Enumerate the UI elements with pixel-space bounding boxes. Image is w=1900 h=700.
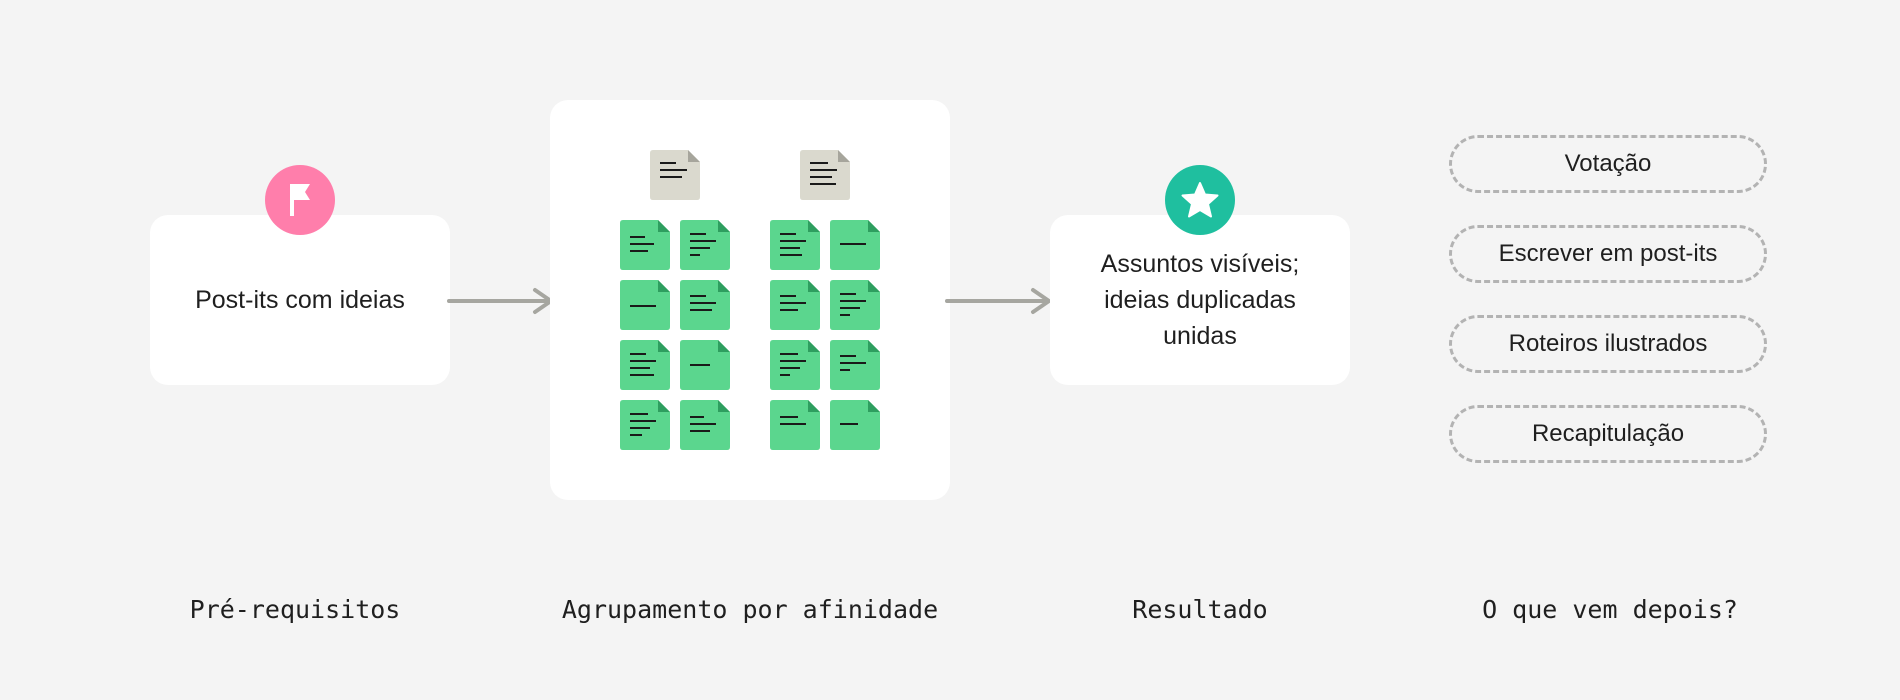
group-a-note — [680, 400, 730, 450]
group-b-note — [770, 280, 820, 330]
prerequisites-text: Post-its com ideias — [195, 286, 405, 314]
group-b-note — [770, 220, 820, 270]
group-a-note — [680, 340, 730, 390]
group-b-header-note — [800, 150, 850, 200]
group-b-note — [770, 340, 820, 390]
result-card: Assuntos visíveis; ideias duplicadas uni… — [1050, 215, 1350, 385]
group-b-note — [830, 280, 880, 330]
affinity-groups — [620, 150, 880, 450]
next-step-storyboards: Roteiros ilustrados — [1449, 315, 1767, 373]
group-a-note — [620, 220, 670, 270]
arrow-grouping-to-result — [945, 288, 1051, 314]
group-a-note — [680, 280, 730, 330]
group-b-note — [830, 340, 880, 390]
prerequisites-card: Post-its com ideias — [150, 215, 450, 385]
result-text: Assuntos visíveis; ideias duplicadas uni… — [1100, 250, 1300, 350]
grouping-panel — [550, 100, 950, 500]
flag-icon — [290, 184, 310, 216]
group-b-note — [830, 400, 880, 450]
stage-label-prerequisites: Pré-requisitos — [189, 595, 401, 624]
next-step-recap: Recapitulação — [1449, 405, 1767, 463]
next-step-voting: Votação — [1449, 135, 1767, 193]
stage-label-result: Resultado — [1132, 595, 1268, 624]
next-step-write-post-its: Escrever em post-its — [1449, 225, 1767, 283]
group-a-header-note — [650, 150, 700, 200]
group-a-note — [620, 400, 670, 450]
group-b-note — [830, 220, 880, 270]
group-a-note — [680, 220, 730, 270]
group-a-note — [620, 280, 670, 330]
group-b-note — [770, 400, 820, 450]
group-a-note — [620, 340, 670, 390]
prerequisites-badge — [265, 165, 335, 235]
result-badge — [1165, 165, 1235, 235]
stage-label-next: O que vem depois? — [1482, 595, 1738, 624]
star-icon — [1181, 182, 1219, 218]
arrow-prerequisites-to-grouping — [447, 288, 553, 314]
stage-label-grouping: Agrupamento por afinidade — [561, 595, 939, 624]
